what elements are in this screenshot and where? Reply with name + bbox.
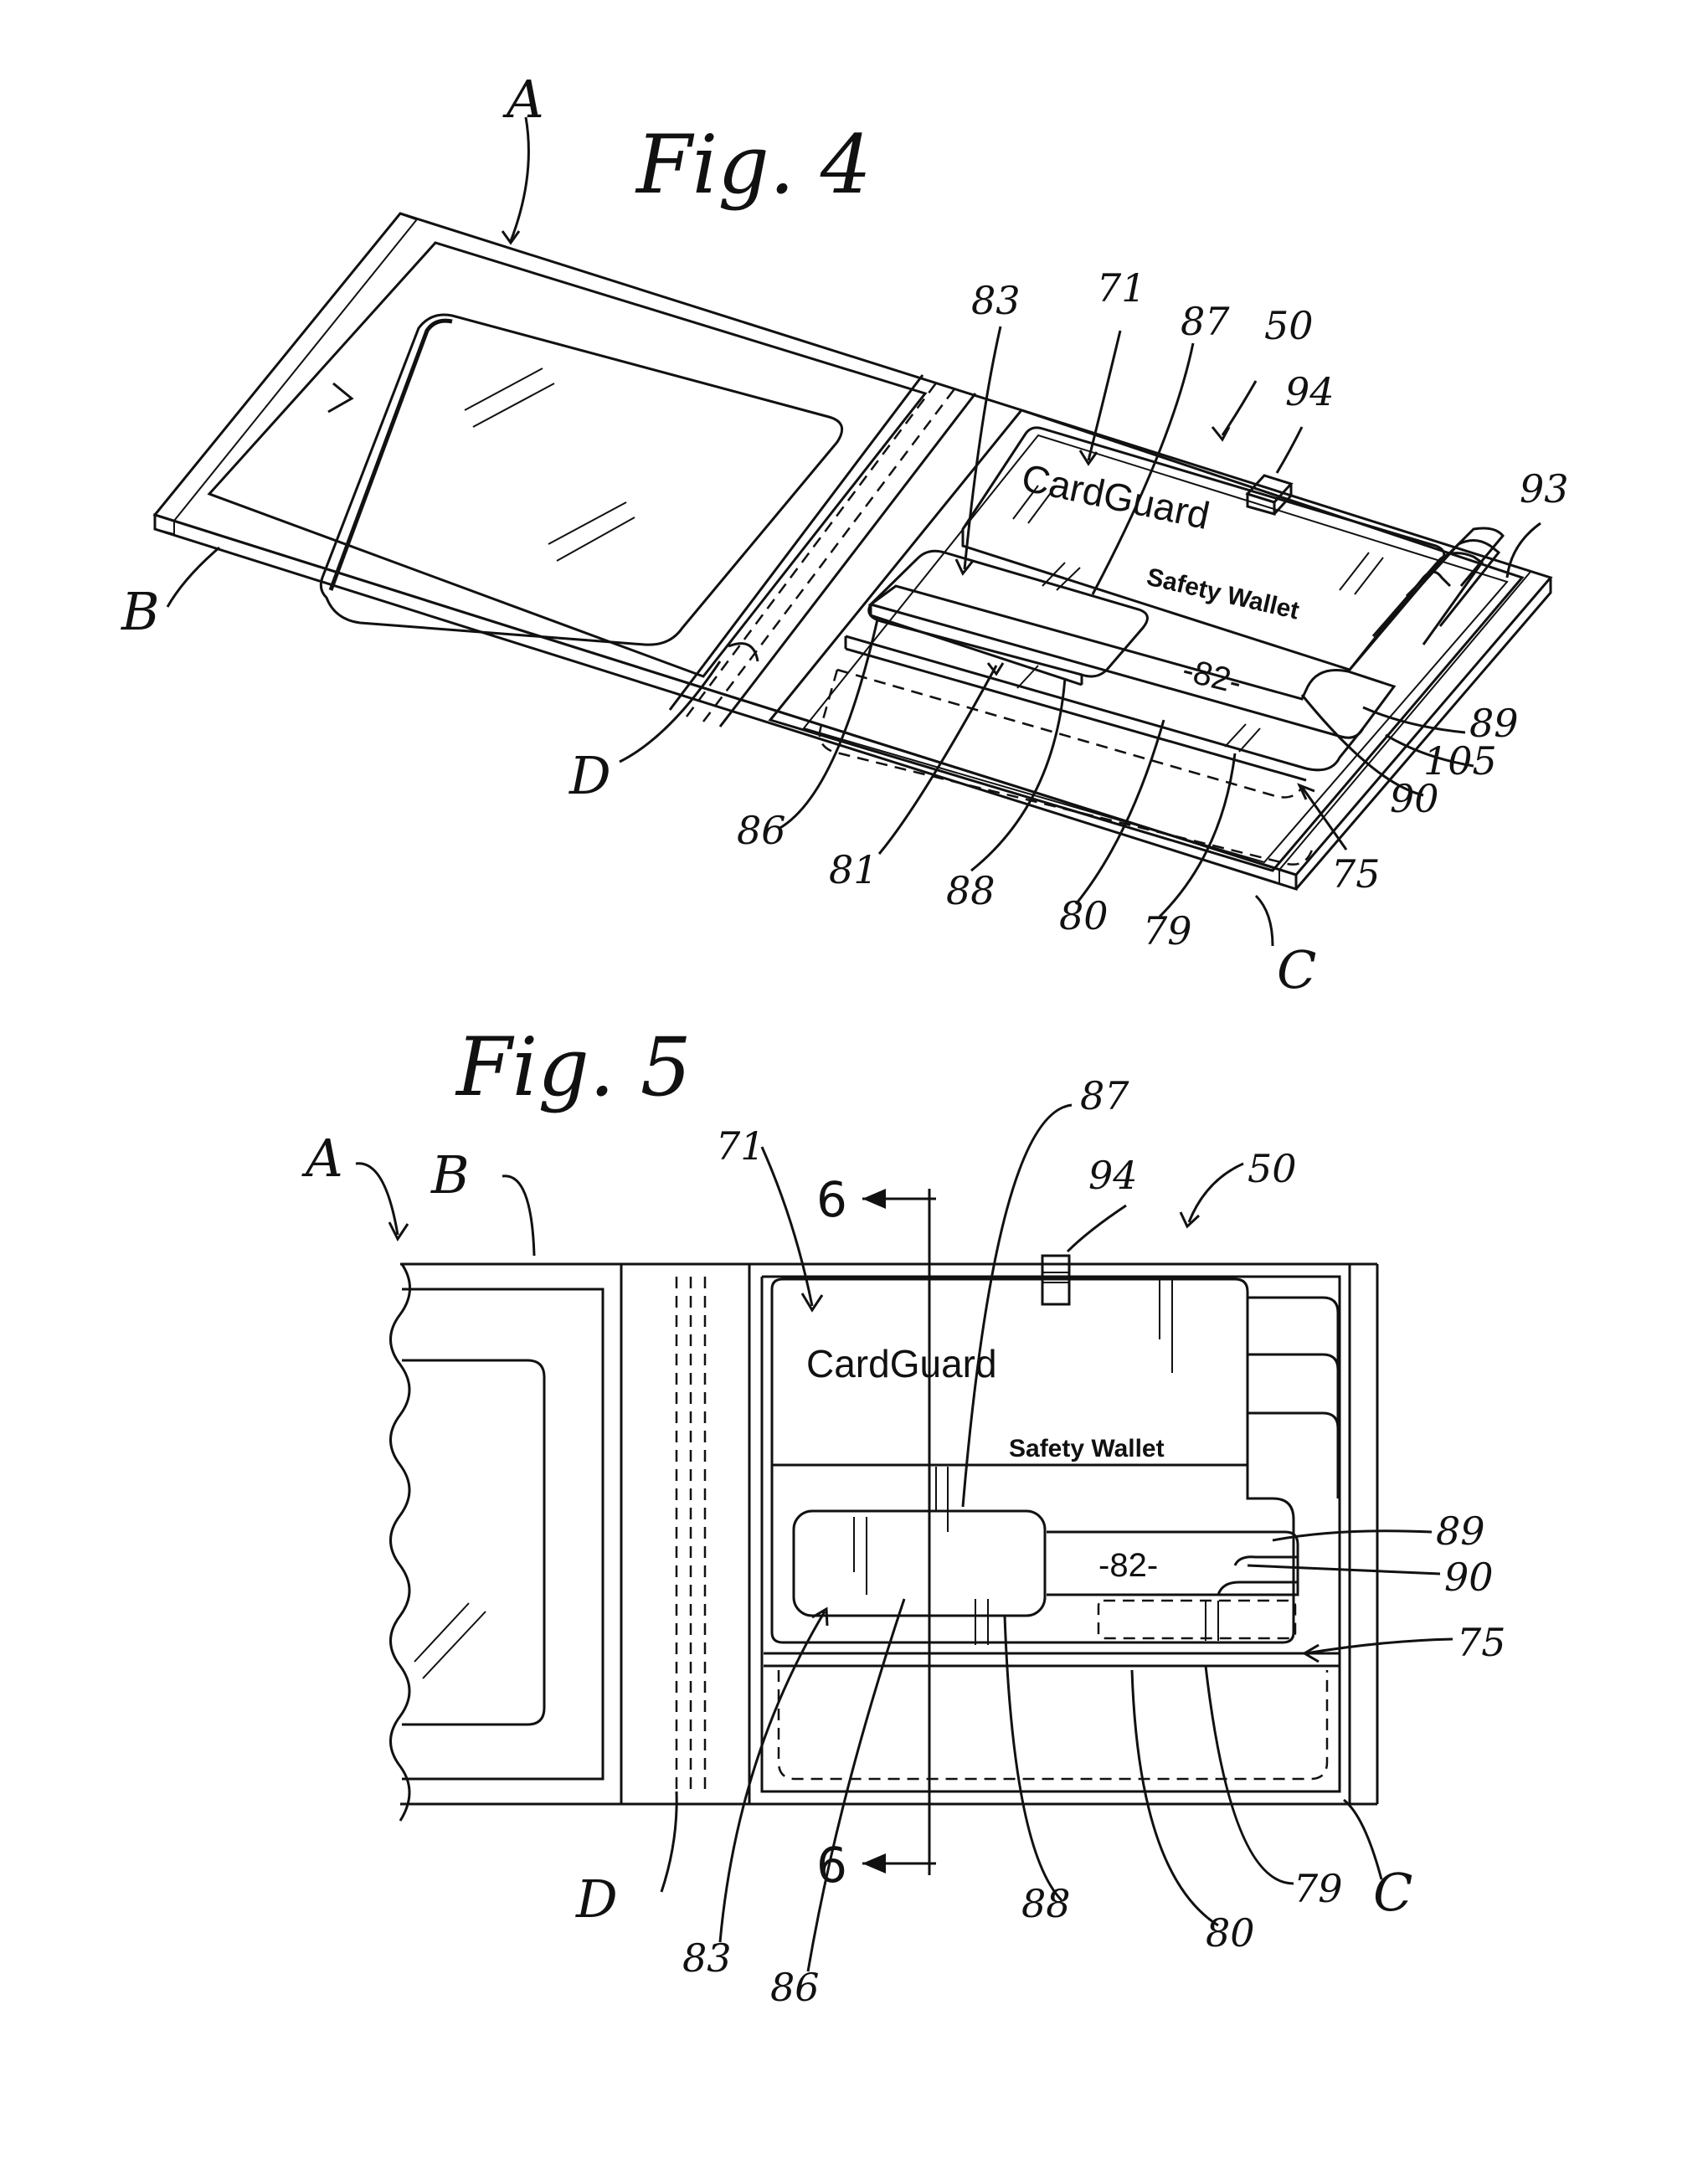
fig5-ref-94: 94 <box>1088 1153 1138 1198</box>
fig5-ref-B: B <box>430 1144 470 1205</box>
fig5-card-71: CardGuard Safety Wallet <box>772 1277 1294 1645</box>
fig4-ref-A: A <box>502 69 544 130</box>
fig5-section-bottom-label: 6 <box>816 1837 847 1894</box>
fig4-ref-81: 81 <box>829 847 878 892</box>
figure-4: Fig. 4 <box>121 69 1569 1000</box>
fig4-ref-B: B <box>121 581 160 642</box>
fig5-ref-C: C <box>1373 1862 1412 1923</box>
fig5-ref-75: 75 <box>1457 1620 1506 1665</box>
fig5-ref-88: 88 <box>1021 1881 1071 1926</box>
fig5-ref-80: 80 <box>1206 1910 1255 1956</box>
fig4-ref-C: C <box>1277 939 1316 1000</box>
fig5-reference-labels: A B C D 71 87 94 50 89 90 75 83 86 88 80… <box>301 1073 1506 2010</box>
fig5-ref-83: 83 <box>682 1935 732 1981</box>
fig4-leader-lines <box>167 117 1541 946</box>
fig5-card-slots <box>1248 1298 1338 1498</box>
fig4-ref-83: 83 <box>971 278 1021 323</box>
fig4-left-panel <box>209 243 925 676</box>
fig5-cardguard-label: CardGuard <box>806 1342 997 1385</box>
fig5-title: Fig. 5 <box>455 1020 692 1114</box>
fig5-panel-82-label: -82- <box>1098 1547 1158 1584</box>
figure-5: Fig. 5 CardGuard Safe <box>301 1020 1506 2010</box>
fig5-ref-87: 87 <box>1080 1073 1129 1118</box>
fig5-ref-A: A <box>301 1128 343 1189</box>
fig4-cardguard-label: CardGuard <box>1018 455 1213 537</box>
fig5-ref-89: 89 <box>1436 1509 1485 1554</box>
fig4-ref-87: 87 <box>1181 299 1230 344</box>
fig5-ref-D: D <box>575 1868 618 1930</box>
fig4-ref-75: 75 <box>1331 851 1381 897</box>
fig4-ref-50: 50 <box>1264 303 1314 348</box>
fig4-ref-90: 90 <box>1390 776 1439 821</box>
fig4-ref-88: 88 <box>946 868 995 913</box>
fig5-ref-50: 50 <box>1248 1146 1297 1191</box>
fig4-ref-94: 94 <box>1285 369 1335 414</box>
fig4-ref-79: 79 <box>1143 908 1192 953</box>
fig5-ref-71: 71 <box>716 1123 765 1169</box>
fig5-ref-86: 86 <box>770 1965 820 2010</box>
fig5-section-top-label: 6 <box>816 1171 847 1228</box>
fig5-leader-lines <box>356 1105 1453 1971</box>
fig5-lower-pocket <box>764 1653 1340 1779</box>
fig4-ref-80: 80 <box>1059 893 1109 938</box>
fig4-ref-86: 86 <box>737 808 786 853</box>
fig4-safety-wallet-label: Safety Wallet <box>1144 563 1301 625</box>
fig5-ref-79: 79 <box>1294 1866 1343 1911</box>
fig4-title: Fig. 4 <box>635 118 872 212</box>
fig5-panel-82: -82- <box>794 1511 1298 1641</box>
fig4-ref-D: D <box>568 745 611 806</box>
fig4-ref-93: 93 <box>1520 466 1569 511</box>
fig4-ref-71: 71 <box>1097 265 1146 311</box>
fig5-ref-90: 90 <box>1444 1555 1494 1600</box>
fig5-safety-wallet-label: Safety Wallet <box>1009 1435 1165 1462</box>
